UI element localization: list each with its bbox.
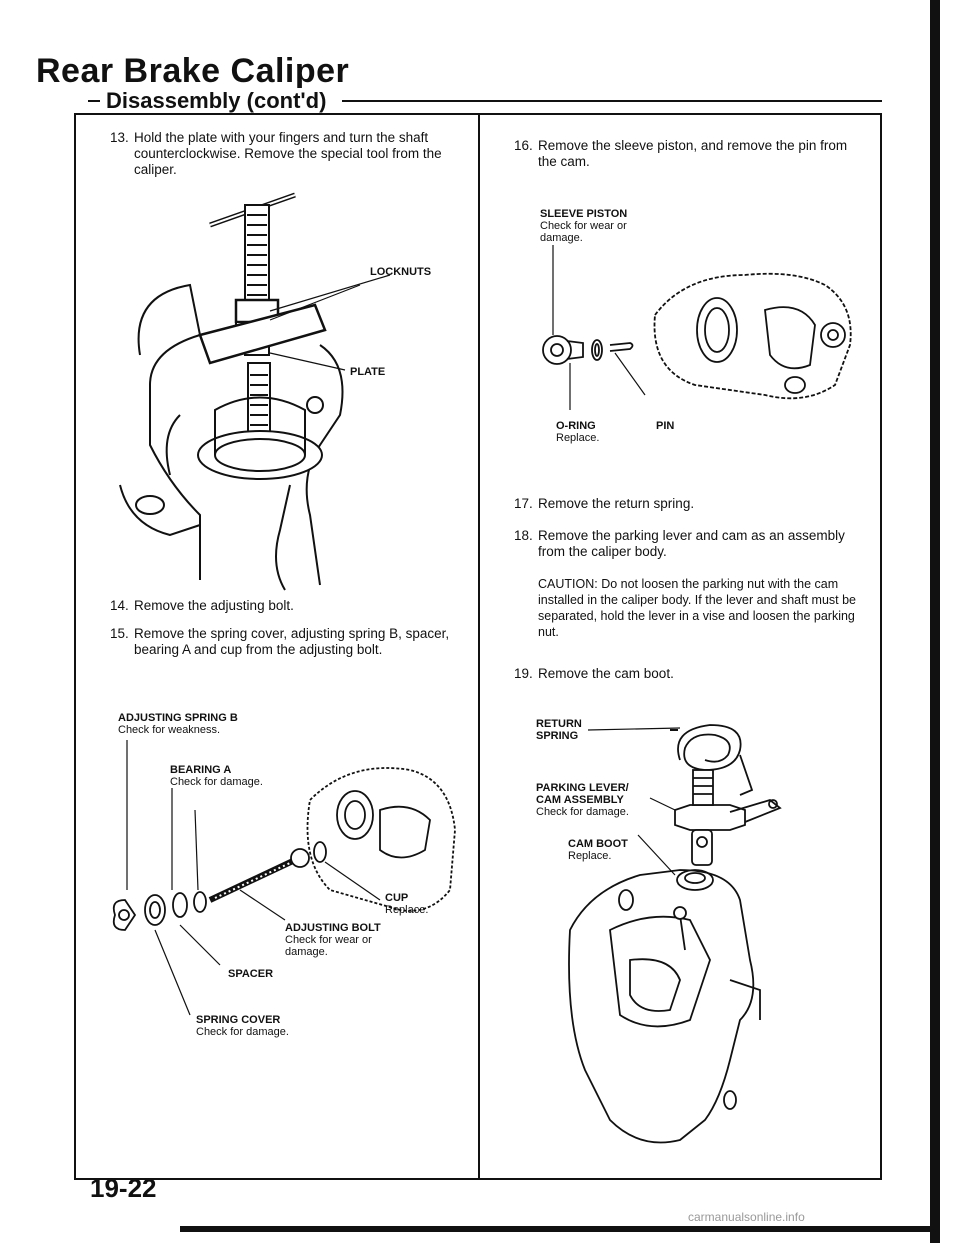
label-adjusting-bolt: ADJUSTING BOLT	[285, 922, 381, 934]
step-number: 17.	[514, 496, 533, 511]
parking-lever-figure	[568, 724, 782, 1144]
step-19: 19. Remove the cam boot.	[514, 666, 864, 682]
note-adjusting-bolt: Check for wear or damage.	[285, 934, 372, 958]
step-15: 15. Remove the spring cover, adjusting s…	[110, 626, 470, 658]
bottom-bar	[180, 1226, 940, 1232]
note-parking-lever: Check for damage.	[536, 806, 629, 818]
label-bearing-a: BEARING A	[170, 764, 232, 776]
label-sleeve-piston: SLEEVE PISTON	[540, 208, 628, 220]
label-cup: CUP	[385, 892, 409, 904]
step-number: 13.	[110, 130, 129, 145]
label-locknuts: LOCKNUTS	[370, 266, 432, 278]
caution-note: CAUTION: Do not loosen the parking nut w…	[538, 577, 857, 639]
label-return-spring: RETURN SPRING	[536, 718, 582, 742]
note-cup: Replace.	[385, 904, 429, 916]
note-bearing-a: Check for damage.	[170, 776, 263, 788]
watermark: carmanualsonline.info	[688, 1210, 805, 1224]
page-title: Rear Brake Caliper	[36, 52, 350, 90]
step-18: 18. Remove the parking lever and cam as …	[514, 528, 864, 560]
step-text: Remove the cam boot.	[538, 666, 674, 681]
subtitle-rule-left	[88, 100, 100, 102]
note-o-ring: Replace.	[556, 432, 600, 444]
column-divider	[478, 113, 480, 1180]
step-number: 18.	[514, 528, 533, 543]
section-subtitle: Disassembly (cont'd)	[100, 88, 333, 114]
label-plate: PLATE	[350, 366, 386, 378]
step-number: 15.	[110, 626, 129, 641]
label-spring-cover: SPRING COVER	[196, 1014, 281, 1026]
label-spacer: SPACER	[228, 968, 274, 980]
step-text: Remove the sleeve piston, and remove the…	[538, 138, 848, 169]
step-text: Remove the spring cover, adjusting sprin…	[134, 626, 450, 657]
label-cam-boot: CAM BOOT	[568, 838, 628, 850]
note-sleeve-piston: Check for wear or damage.	[540, 220, 627, 244]
adjusting-bolt-figure	[112, 740, 456, 1016]
step-text: Remove the return spring.	[538, 496, 695, 511]
step-number: 14.	[110, 598, 129, 613]
step-17: 17. Remove the return spring.	[514, 496, 864, 512]
step-14: 14. Remove the adjusting bolt.	[110, 598, 470, 614]
note-spring-cover: Check for damage.	[196, 1026, 289, 1038]
note-cam-boot: Replace.	[568, 850, 612, 862]
page-edge-bar	[930, 0, 940, 1243]
label-parking-lever-cam-assembly: PARKING LEVER/ CAM ASSEMBLY	[536, 782, 629, 806]
subtitle-rule-right	[342, 100, 882, 102]
label-adjusting-spring-b: ADJUSTING SPRING B	[118, 712, 238, 724]
step-text: Hold the plate with your fingers and tur…	[134, 130, 442, 177]
step-text: Remove the parking lever and cam as an a…	[538, 528, 845, 559]
note-adjusting-spring-b: Check for weakness.	[118, 724, 221, 736]
page-number: 19-22	[90, 1173, 157, 1203]
sleeve-piston-figure	[542, 245, 852, 410]
step-text: Remove the adjusting bolt.	[134, 598, 294, 613]
label-pin: PIN	[656, 420, 675, 432]
label-o-ring: O-RING	[556, 420, 596, 432]
special-tool-figure	[119, 192, 391, 591]
step-number: 16.	[514, 138, 533, 153]
step-number: 19.	[514, 666, 533, 681]
step-13: 13. Hold the plate with your fingers and…	[110, 130, 470, 178]
step-16: 16. Remove the sleeve piston, and remove…	[514, 138, 864, 170]
